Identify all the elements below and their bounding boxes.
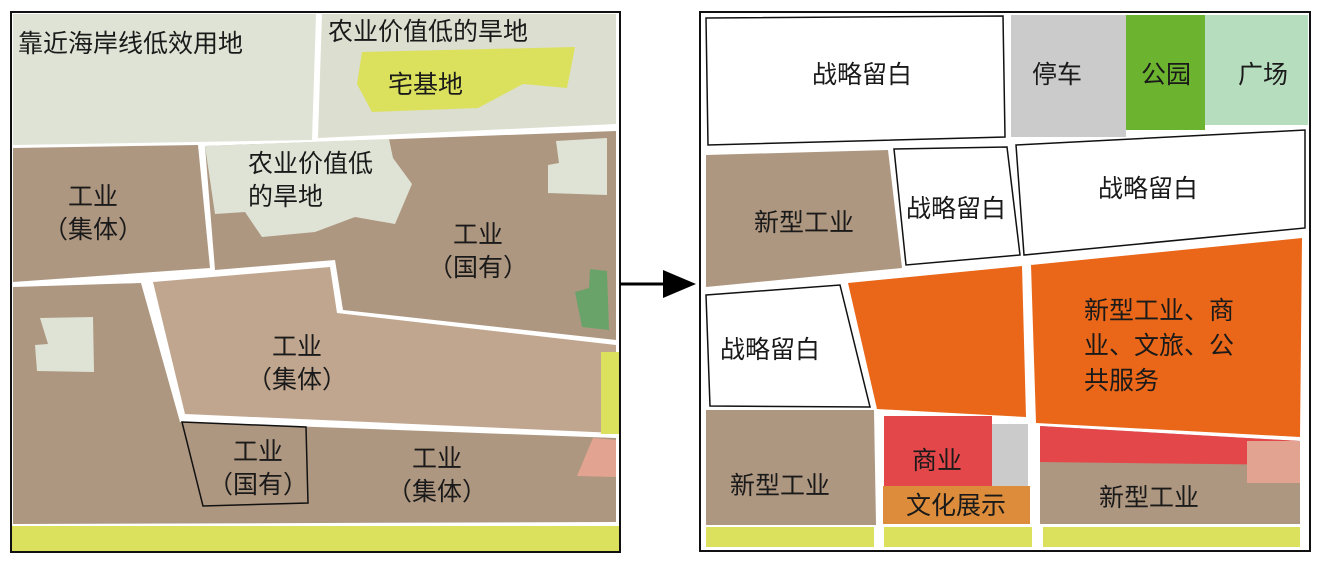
commerce-parcel: [884, 416, 992, 486]
label-dryland-mid-line1: 农业价值低: [248, 149, 373, 178]
coast-strip-bottom: [11, 526, 619, 551]
label-new-industry-2: 新型工业: [730, 471, 830, 500]
label-mixed-use-line1: 新型工业、商: [1084, 296, 1234, 325]
reserve-mid-right-parcel: [1015, 129, 1306, 256]
dryland-mid-parcel: [205, 139, 412, 237]
mixed-use-parcel: [1031, 238, 1302, 437]
reserve-top-left-parcel: [705, 15, 1006, 146]
label-state-industry-1-line1: 工业: [453, 220, 503, 249]
reserve-left-parcel: [705, 284, 871, 408]
grey-patch: [992, 424, 1028, 486]
coast-strip-right-2: [884, 527, 1032, 547]
label-coastal-low-use: 靠近海岸线低效用地: [18, 29, 243, 58]
parking-parcel: [1011, 15, 1126, 137]
light-patch-2: [35, 317, 94, 372]
label-parking: 停车: [1032, 60, 1082, 89]
label-mixed-use-line2: 业、文旅、公: [1084, 331, 1234, 360]
label-collective-industry-3-line2: （集体）: [387, 477, 487, 506]
label-collective-industry-3-line1: 工业: [412, 444, 462, 473]
left-map: 靠近海岸线低效用地 农业价值低的旱地 宅基地 工业 （集体） 农业价值低 的旱地…: [10, 11, 621, 553]
label-state-industry-2-line1: 工业: [233, 437, 283, 466]
light-patch-1: [548, 138, 607, 195]
lower-left-parcel: [13, 283, 616, 524]
label-reserve-mid-right: 战略留白: [1098, 174, 1198, 203]
right-map: 战略留白 停车 公园 广场 新型工业 战略留白 战略留白 战略留白 新型工业、商…: [699, 11, 1311, 552]
park-parcel: [1126, 15, 1205, 130]
label-reserve-mid-small: 战略留白: [906, 194, 1006, 223]
label-plaza: 广场: [1238, 60, 1288, 89]
label-state-industry-2-line2: （国有）: [208, 470, 308, 499]
coastal-low-use-parcel: [13, 14, 316, 145]
label-reserve-top-left: 战略留白: [812, 60, 912, 89]
left-frame: [10, 11, 621, 553]
new-industry-2-parcel: [706, 410, 876, 525]
coast-strip-right: [601, 352, 619, 434]
label-collective-industry-1-line1: 工业: [68, 182, 118, 211]
label-collective-industry-2-line1: 工业: [272, 332, 322, 361]
label-homestead: 宅基地: [388, 70, 463, 99]
collective-industry-1-parcel: [13, 145, 210, 282]
label-reserve-left: 战略留白: [720, 335, 820, 364]
label-park: 公园: [1141, 60, 1191, 89]
culture-display-parcel: [883, 486, 1030, 524]
label-new-industry-3: 新型工业: [1099, 483, 1199, 512]
pink-patch-right: [1247, 441, 1300, 483]
mixed-use-west-parcel: [848, 266, 1026, 417]
red-strip: [1040, 426, 1300, 465]
label-culture-display: 文化展示: [906, 491, 1006, 520]
label-state-industry-1-line2: （国有）: [428, 253, 528, 282]
reserve-mid-small-parcel: [893, 146, 1021, 266]
label-dryland-top: 农业价值低的旱地: [328, 17, 528, 46]
green-patch: [575, 269, 609, 330]
coast-strip-right-1: [706, 527, 874, 547]
homestead-parcel: [357, 47, 575, 112]
label-dryland-mid-line2: 的旱地: [248, 182, 323, 211]
right-frame: [699, 11, 1311, 552]
pink-patch-left: [577, 438, 616, 477]
right-arrow-icon: [620, 270, 696, 298]
label-mixed-use-line3: 共服务: [1084, 366, 1159, 395]
label-new-industry-1: 新型工业: [754, 208, 854, 237]
coast-strip-right-3: [1043, 527, 1300, 547]
plaza-parcel: [1205, 15, 1308, 125]
label-collective-industry-1-line2: （集体）: [43, 215, 143, 244]
new-industry-1-parcel: [706, 150, 902, 287]
label-collective-industry-2-line2: （集体）: [247, 365, 347, 394]
collective-industry-2-parcel: [153, 267, 616, 433]
label-commerce: 商业: [912, 446, 962, 475]
state-industry-2-parcel: [181, 421, 309, 507]
